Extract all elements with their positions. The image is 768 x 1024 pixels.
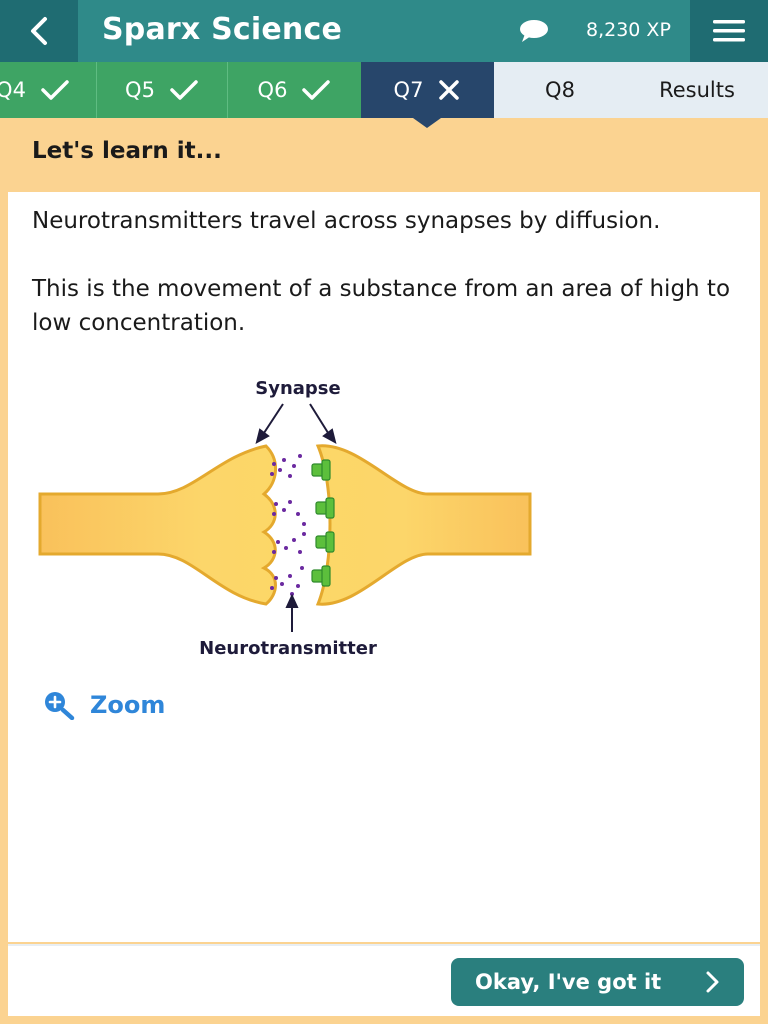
paragraph-definition: This is the movement of a substance from… [32,276,731,336]
neurotransmitter-arrow [285,593,299,632]
receptors [311,459,335,587]
app-title: Sparx Science [102,12,343,47]
neurotransmitter-label: Neurotransmitter [199,638,377,659]
check-icon [302,80,331,100]
app-header: Sparx Science 8,230 XP [0,0,768,62]
synapse-label: Synapse [255,378,340,399]
tab-q4[interactable]: Q4 [0,62,96,118]
tab-label: Q5 [125,78,155,102]
tab-label: Q7 [393,78,424,102]
tab-results[interactable]: Results [626,62,768,118]
got-it-button[interactable]: Okay, I've got it [451,958,744,1006]
section-title: Let's learn it... [32,138,222,164]
footer-bar: Okay, I've got it [8,944,760,1016]
tab-q8[interactable]: Q8 [494,62,626,118]
question-tabs: Q4 Q5 Q6 Q7 Q8 Results [0,62,768,118]
zoom-in-icon [45,692,75,720]
cross-icon [439,80,460,100]
check-icon [41,80,69,100]
chevron-right-icon [706,971,719,993]
tab-q5[interactable]: Q5 [97,62,227,118]
speech-bubble-icon[interactable] [518,18,550,44]
check-icon [170,80,198,100]
presynaptic-neuron [38,444,277,606]
neurotransmitter-molecules [270,454,306,596]
paragraph-diffusion: Neurotransmitters travel across synapses… [32,208,661,234]
menu-button[interactable] [690,0,768,62]
synapse-diagram[interactable]: Synapse Neurotransmitter [28,364,548,664]
back-button[interactable] [0,0,78,62]
tab-label: Q4 [0,78,26,102]
tab-q6[interactable]: Q6 [228,62,361,118]
zoom-label: Zoom [90,691,166,719]
zoom-button[interactable]: Zoom [42,690,165,720]
tab-divider [227,62,228,118]
xp-counter: 8,230 XP [586,19,671,41]
tab-q7[interactable]: Q7 [361,62,494,118]
tab-label: Results [659,78,735,102]
synapse-arrows [255,403,337,444]
tab-label: Q6 [257,78,288,102]
chevron-left-icon [31,17,47,45]
content-card: Neurotransmitters travel across synapses… [8,192,760,942]
tab-label: Q8 [545,78,575,102]
active-tab-pointer [413,118,441,128]
tab-divider [96,62,97,118]
got-it-label: Okay, I've got it [475,970,662,994]
hamburger-menu-icon [713,20,745,42]
postsynaptic-neuron [315,444,532,606]
